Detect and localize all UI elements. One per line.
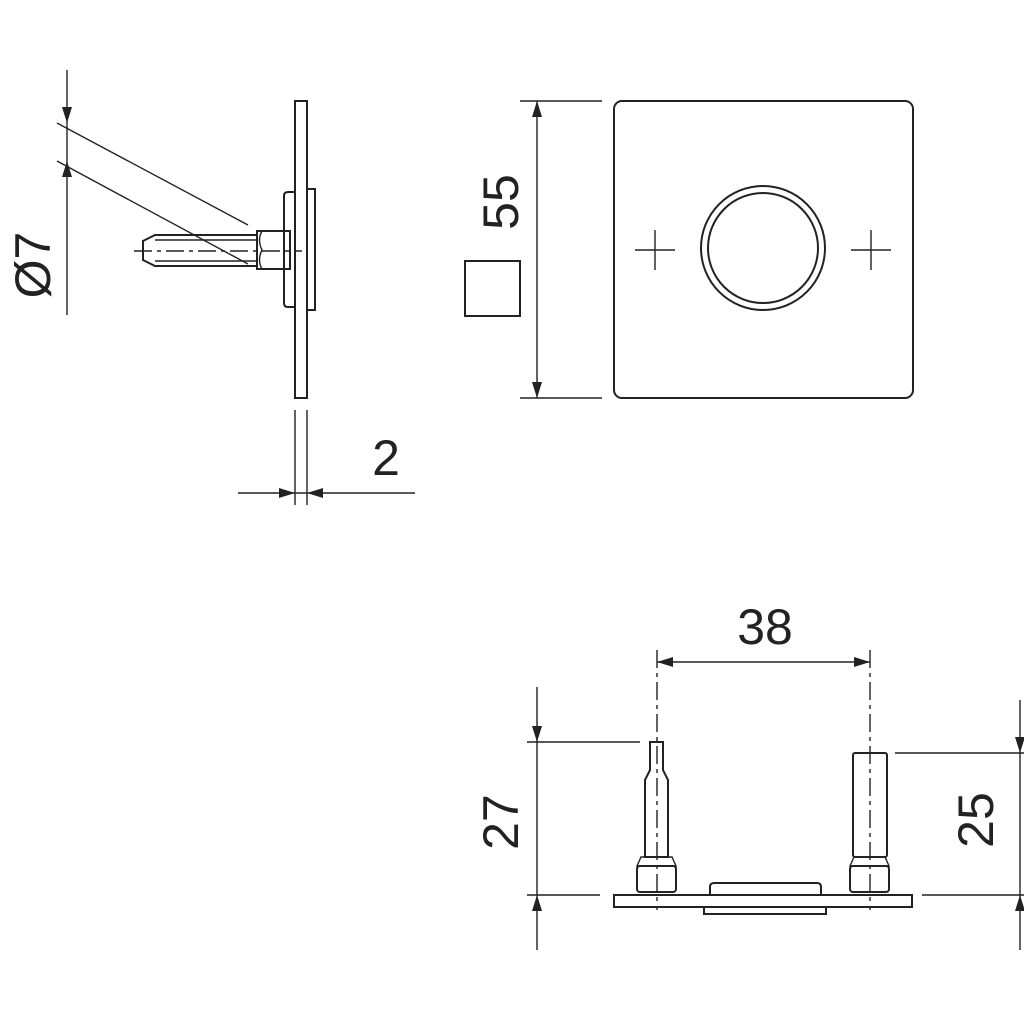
dim-left-pin-height: 27 (473, 794, 529, 850)
side-boss-right (306, 188, 316, 311)
bottom-view: 38 27 25 (473, 599, 1024, 950)
rose-outer-circle (700, 185, 826, 311)
screw-mark-left (635, 230, 675, 270)
side-view: Ø7 2 (5, 70, 415, 505)
dim-pin-spacing: 38 (737, 599, 793, 655)
side-plate (294, 100, 308, 399)
screw-mark-right (851, 230, 891, 270)
square-spindle-section (464, 260, 521, 317)
dim-plate-size: 55 (473, 174, 529, 230)
bottom-plate (613, 894, 913, 908)
side-nut (256, 230, 291, 270)
side-boss-left (283, 191, 295, 308)
front-view: 55 (464, 100, 914, 399)
dim-plate-thickness: 2 (372, 430, 400, 486)
front-plate (613, 100, 914, 399)
rose-inner-circle (707, 192, 819, 304)
dim-pin-diameter: Ø7 (5, 232, 61, 299)
dim-right-pin-height: 25 (948, 792, 1004, 848)
